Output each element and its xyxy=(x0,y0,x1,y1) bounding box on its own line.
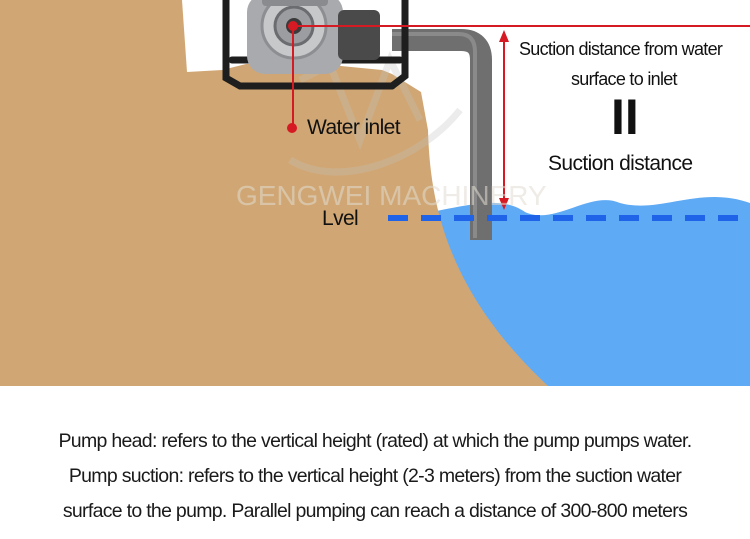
suction-definition-line-1: Suction distance from water xyxy=(519,39,723,59)
annotation-lines xyxy=(292,25,750,210)
suction-distance-label: Suction distance xyxy=(548,152,693,175)
brand-watermark-text: GENGWEI MACHINERY xyxy=(236,180,547,211)
ground-bank xyxy=(0,0,548,386)
diagram-illustration xyxy=(0,0,750,386)
water-inlet-label: Water inlet xyxy=(307,116,401,139)
explanation-caption: Pump head: refers to the vertical height… xyxy=(0,424,750,529)
caption-line-1: Pump head: refers to the vertical height… xyxy=(58,430,693,452)
caption-line-2: Pump suction: refers to the vertical hei… xyxy=(68,465,682,487)
suction-pipe-highlight xyxy=(392,32,477,238)
inlet-marker-dot xyxy=(287,123,297,133)
equals-sign: II xyxy=(611,89,639,145)
suction-definition-line-2: surface to inlet xyxy=(571,69,678,89)
caption-line-3: surface to the pump. Parallel pumping ca… xyxy=(62,500,688,522)
water-level-label: Lvel xyxy=(322,207,359,230)
inlet-marker-top xyxy=(288,21,298,31)
